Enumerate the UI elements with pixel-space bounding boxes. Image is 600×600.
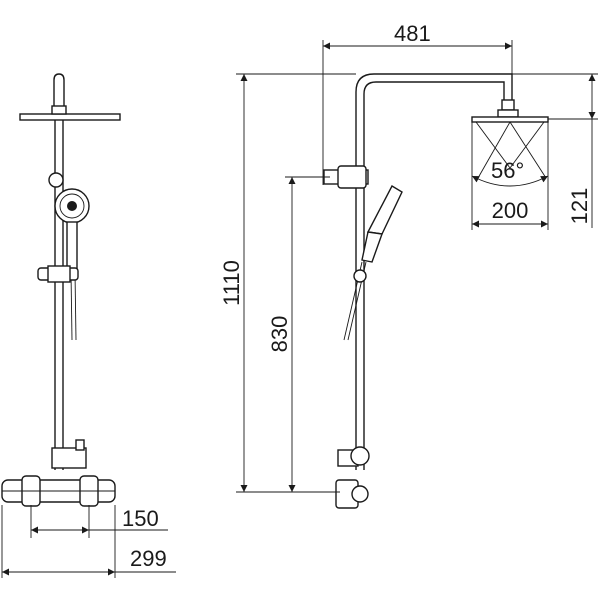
side-head-neck (501, 99, 515, 111)
side-lower-elbow (350, 446, 370, 466)
side-hand-shower-head (366, 185, 403, 235)
dim-label-head-diameter: 200 (492, 198, 529, 223)
side-mixer-knob (351, 485, 369, 503)
side-slider-body (337, 165, 367, 189)
front-hose-a (70, 271, 73, 341)
spray-line-right-inner (509, 121, 545, 169)
spray-line-left (477, 121, 511, 179)
dim-label-mixer-width: 299 (130, 546, 167, 571)
front-dimensions: 150 299 (1, 505, 176, 578)
dim-label-total-height: 1110 (219, 260, 244, 306)
dim-label-head-height: 121 (567, 188, 592, 225)
side-dimensions: 481 1110 830 121 200 (219, 21, 598, 493)
front-lower-connector (51, 447, 87, 469)
dim-label-inlet-spacing: 150 (122, 506, 159, 531)
dim-label-rail-height: 830 (267, 316, 292, 353)
side-diverter-knob (353, 269, 367, 283)
front-connector-cap (75, 439, 85, 451)
side-head-swivel (497, 109, 519, 118)
spray-angle-arc (471, 175, 549, 187)
dim-label-spray-angle: 56° (491, 158, 524, 183)
front-head-connector (51, 105, 67, 115)
dim-label-overall-width: 481 (394, 21, 431, 46)
front-hand-shower-face (59, 193, 85, 219)
side-head-plate (471, 116, 549, 123)
front-hose-b (74, 271, 77, 341)
side-hand-shower-handle (361, 231, 383, 263)
side-riser-inner (363, 81, 505, 470)
spray-line-left-inner (475, 121, 511, 169)
front-hand-shower-center (67, 201, 77, 211)
front-slider-body (47, 265, 71, 283)
front-hand-shower-handle (66, 221, 78, 273)
front-view (1, 73, 121, 507)
front-head-plate (19, 113, 121, 121)
front-riser-top (53, 73, 65, 112)
spray-line-right (509, 121, 547, 179)
side-view: 56° (323, 73, 549, 509)
side-riser-outer (355, 73, 513, 470)
front-diverter-knob (48, 172, 64, 188)
